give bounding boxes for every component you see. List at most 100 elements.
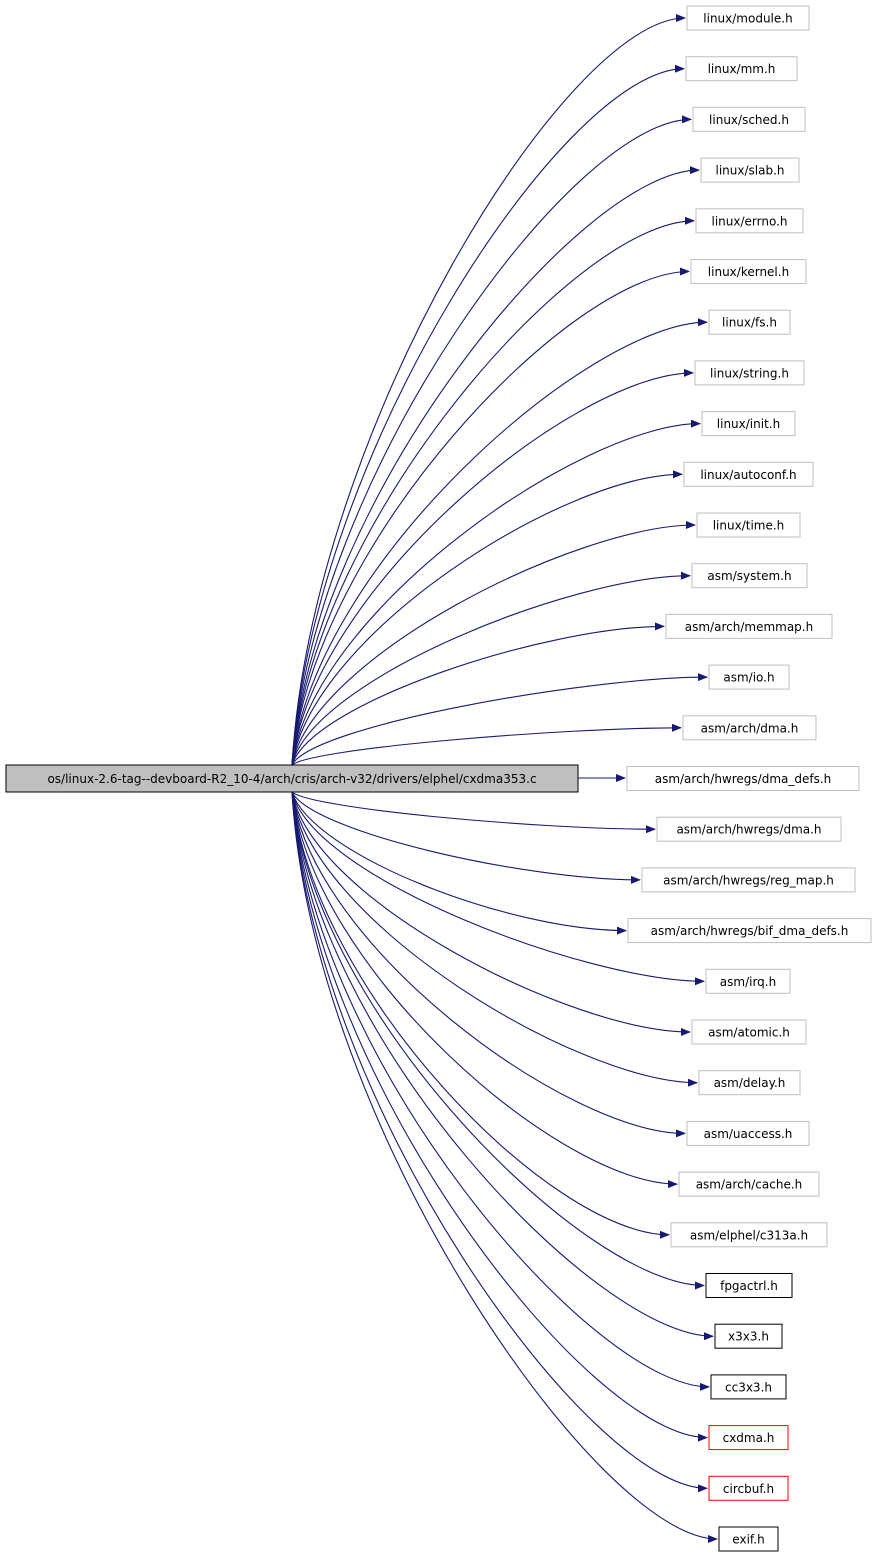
header-node-label: exif.h — [732, 1533, 764, 1547]
header-node-box — [686, 1120, 810, 1146]
source-file-label: os/linux-2.6-tag--devboard-R2_10-4/arch/… — [47, 772, 536, 786]
header-node-label: linux/errno.h — [711, 214, 787, 228]
header-node-label: circbuf.h — [723, 1482, 774, 1496]
header-node-label: linux/autoconf.h — [700, 468, 796, 482]
header-node[interactable]: linux/module.h — [686, 5, 810, 31]
header-node[interactable]: x3x3.h — [714, 1323, 783, 1349]
header-node[interactable]: asm/arch/cache.h — [678, 1171, 820, 1197]
header-node-box — [683, 461, 814, 487]
header-node[interactable]: asm/arch/hwregs/reg_map.h — [641, 867, 856, 893]
header-node-box — [695, 208, 804, 234]
dependency-edge — [291, 791, 627, 935]
header-node-box — [708, 1475, 789, 1501]
header-node-box — [686, 5, 810, 31]
header-node[interactable]: linux/fs.h — [708, 309, 791, 335]
header-node-box — [665, 613, 833, 639]
dependency-edge — [291, 791, 641, 884]
header-node-label: cxdma.h — [723, 1431, 775, 1445]
dependency-edge — [291, 267, 690, 766]
header-node[interactable]: linux/autoconf.h — [683, 461, 814, 487]
dependency-edge — [291, 622, 665, 766]
header-node[interactable]: linux/errno.h — [695, 208, 804, 234]
dependency-edge — [291, 791, 714, 1341]
header-nodes: linux/module.h linux/mm.h linux/sched.h lin… — [626, 5, 872, 1552]
dependency-edge — [291, 64, 685, 766]
header-node[interactable]: asm/atomic.h — [691, 1019, 807, 1045]
header-node-box — [627, 918, 872, 944]
header-node[interactable]: linux/time.h — [696, 512, 801, 538]
header-node[interactable]: asm/arch/hwregs/dma.h — [656, 816, 842, 842]
dependency-edge — [291, 791, 698, 1087]
header-node[interactable]: asm/arch/dma.h — [682, 715, 817, 741]
dependency-edge — [291, 673, 708, 766]
dependency-edge — [291, 419, 701, 766]
header-node-box — [708, 309, 791, 335]
header-node[interactable]: asm/system.h — [691, 563, 808, 589]
header-node-label: cc3x3.h — [725, 1380, 772, 1394]
header-node-box — [691, 1019, 807, 1045]
header-node-box — [705, 1273, 793, 1298]
dependency-edge — [291, 791, 656, 834]
header-node-label: asm/arch/hwregs/bif_dma_defs.h — [651, 924, 849, 938]
header-node-box — [694, 360, 805, 386]
header-node-box — [690, 259, 807, 284]
header-node-box — [714, 1323, 783, 1349]
header-node-box — [670, 1222, 828, 1248]
dependency-edge — [291, 791, 705, 986]
header-node-box — [626, 766, 860, 791]
header-node[interactable]: asm/elphel/c313a.h — [670, 1222, 828, 1248]
header-node[interactable]: circbuf.h — [708, 1475, 789, 1501]
dependency-edge — [291, 318, 708, 766]
header-node[interactable]: cc3x3.h — [710, 1374, 787, 1400]
header-node-box — [691, 563, 808, 589]
header-node-label: linux/mm.h — [708, 62, 776, 76]
header-node[interactable]: asm/arch/hwregs/dma_defs.h — [626, 766, 860, 791]
header-node-box — [701, 411, 796, 437]
header-node[interactable]: asm/arch/hwregs/bif_dma_defs.h — [627, 918, 872, 944]
header-node[interactable]: linux/mm.h — [685, 56, 798, 82]
header-node-label: asm/arch/hwregs/dma_defs.h — [655, 772, 832, 786]
header-node-label: linux/slab.h — [716, 164, 785, 178]
header-node-label: asm/arch/memmap.h — [685, 620, 813, 634]
header-node[interactable]: linux/init.h — [701, 411, 796, 437]
dependency-edge — [291, 368, 694, 766]
header-node-box — [682, 715, 817, 741]
header-node-label: asm/arch/dma.h — [701, 721, 799, 735]
header-node-box — [698, 1070, 801, 1096]
header-node-box — [656, 816, 842, 842]
dependency-edge — [291, 791, 686, 1138]
header-node[interactable]: linux/kernel.h — [690, 259, 807, 284]
header-node-label: linux/module.h — [703, 12, 792, 26]
header-node[interactable]: cxdma.h — [708, 1425, 789, 1451]
dependency-edge — [291, 166, 700, 766]
header-node[interactable]: asm/delay.h — [698, 1070, 801, 1096]
header-node[interactable]: asm/uaccess.h — [686, 1120, 810, 1146]
header-node[interactable]: linux/slab.h — [700, 157, 800, 183]
dependency-edge — [291, 791, 691, 1036]
dependency-edge — [291, 470, 683, 766]
dependency-edge — [291, 723, 682, 766]
header-node[interactable]: linux/sched.h — [692, 106, 806, 132]
header-node-label: asm/uaccess.h — [704, 1127, 793, 1141]
header-node[interactable]: linux/string.h — [694, 360, 805, 386]
header-node[interactable]: exif.h — [718, 1526, 779, 1552]
header-node-box — [708, 1425, 789, 1451]
header-node-box — [705, 968, 791, 994]
header-node-label: asm/arch/hwregs/dma.h — [676, 823, 821, 837]
header-node-box — [710, 1374, 787, 1400]
header-node[interactable]: fpgactrl.h — [705, 1273, 793, 1298]
dependency-edge — [291, 791, 718, 1543]
dependency-edge — [291, 14, 686, 766]
header-node-label: asm/io.h — [723, 671, 774, 685]
header-node-label: asm/arch/hwregs/reg_map.h — [663, 873, 834, 887]
header-node[interactable]: asm/io.h — [708, 664, 790, 690]
dependency-edge — [291, 521, 696, 766]
source-file-node[interactable]: os/linux-2.6-tag--devboard-R2_10-4/arch/… — [5, 764, 579, 793]
header-node-box — [692, 106, 806, 132]
header-node[interactable]: asm/arch/memmap.h — [665, 613, 833, 639]
dependency-edge — [291, 115, 692, 766]
header-node-label: asm/delay.h — [714, 1076, 786, 1090]
header-node-box — [700, 157, 800, 183]
header-node[interactable]: asm/irq.h — [705, 968, 791, 994]
